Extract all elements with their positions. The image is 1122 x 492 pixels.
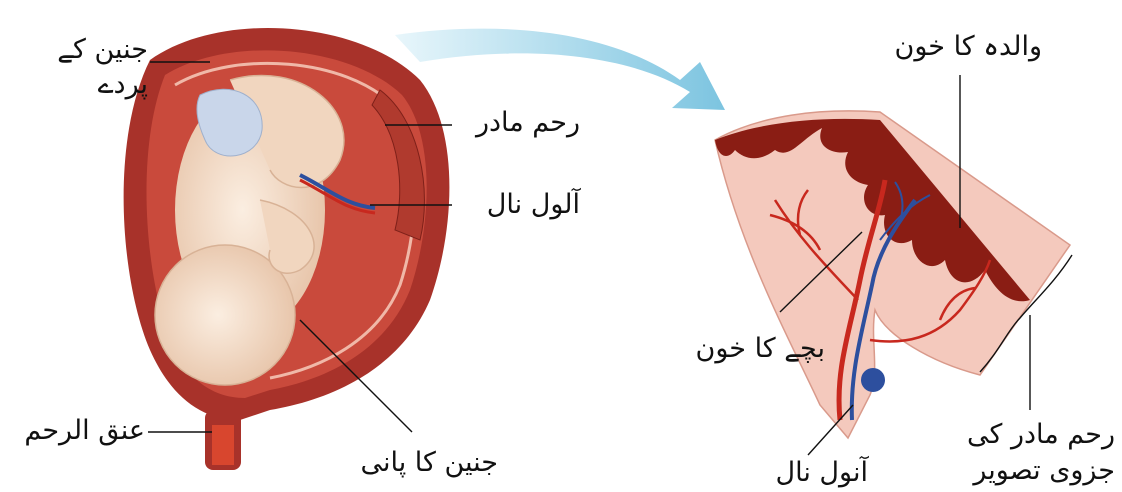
uterus-illustration bbox=[124, 28, 450, 470]
label-cervix: عنق الرحم bbox=[0, 414, 145, 448]
label-umbilical-cord-left: آلول نال bbox=[455, 188, 580, 222]
label-maternal-blood: والدہ کا خون bbox=[870, 30, 1042, 64]
label-fetal-blood: بچے کا خون bbox=[650, 332, 825, 366]
label-fetal-membranes: جنین کے پردے bbox=[0, 32, 148, 102]
label-uterus-partial-view: رحم مادر کی جزوی تصویر bbox=[935, 417, 1115, 489]
label-uterus: رحم مادر bbox=[455, 106, 580, 140]
cord-knot bbox=[861, 368, 885, 392]
cervix-plug bbox=[212, 425, 234, 465]
placenta-section bbox=[715, 111, 1070, 438]
zoom-arrow bbox=[395, 29, 725, 110]
label-umbilical-cord-right: آنول نال bbox=[738, 456, 868, 490]
label-amniotic-fluid: جنین کا پانی bbox=[330, 446, 498, 480]
